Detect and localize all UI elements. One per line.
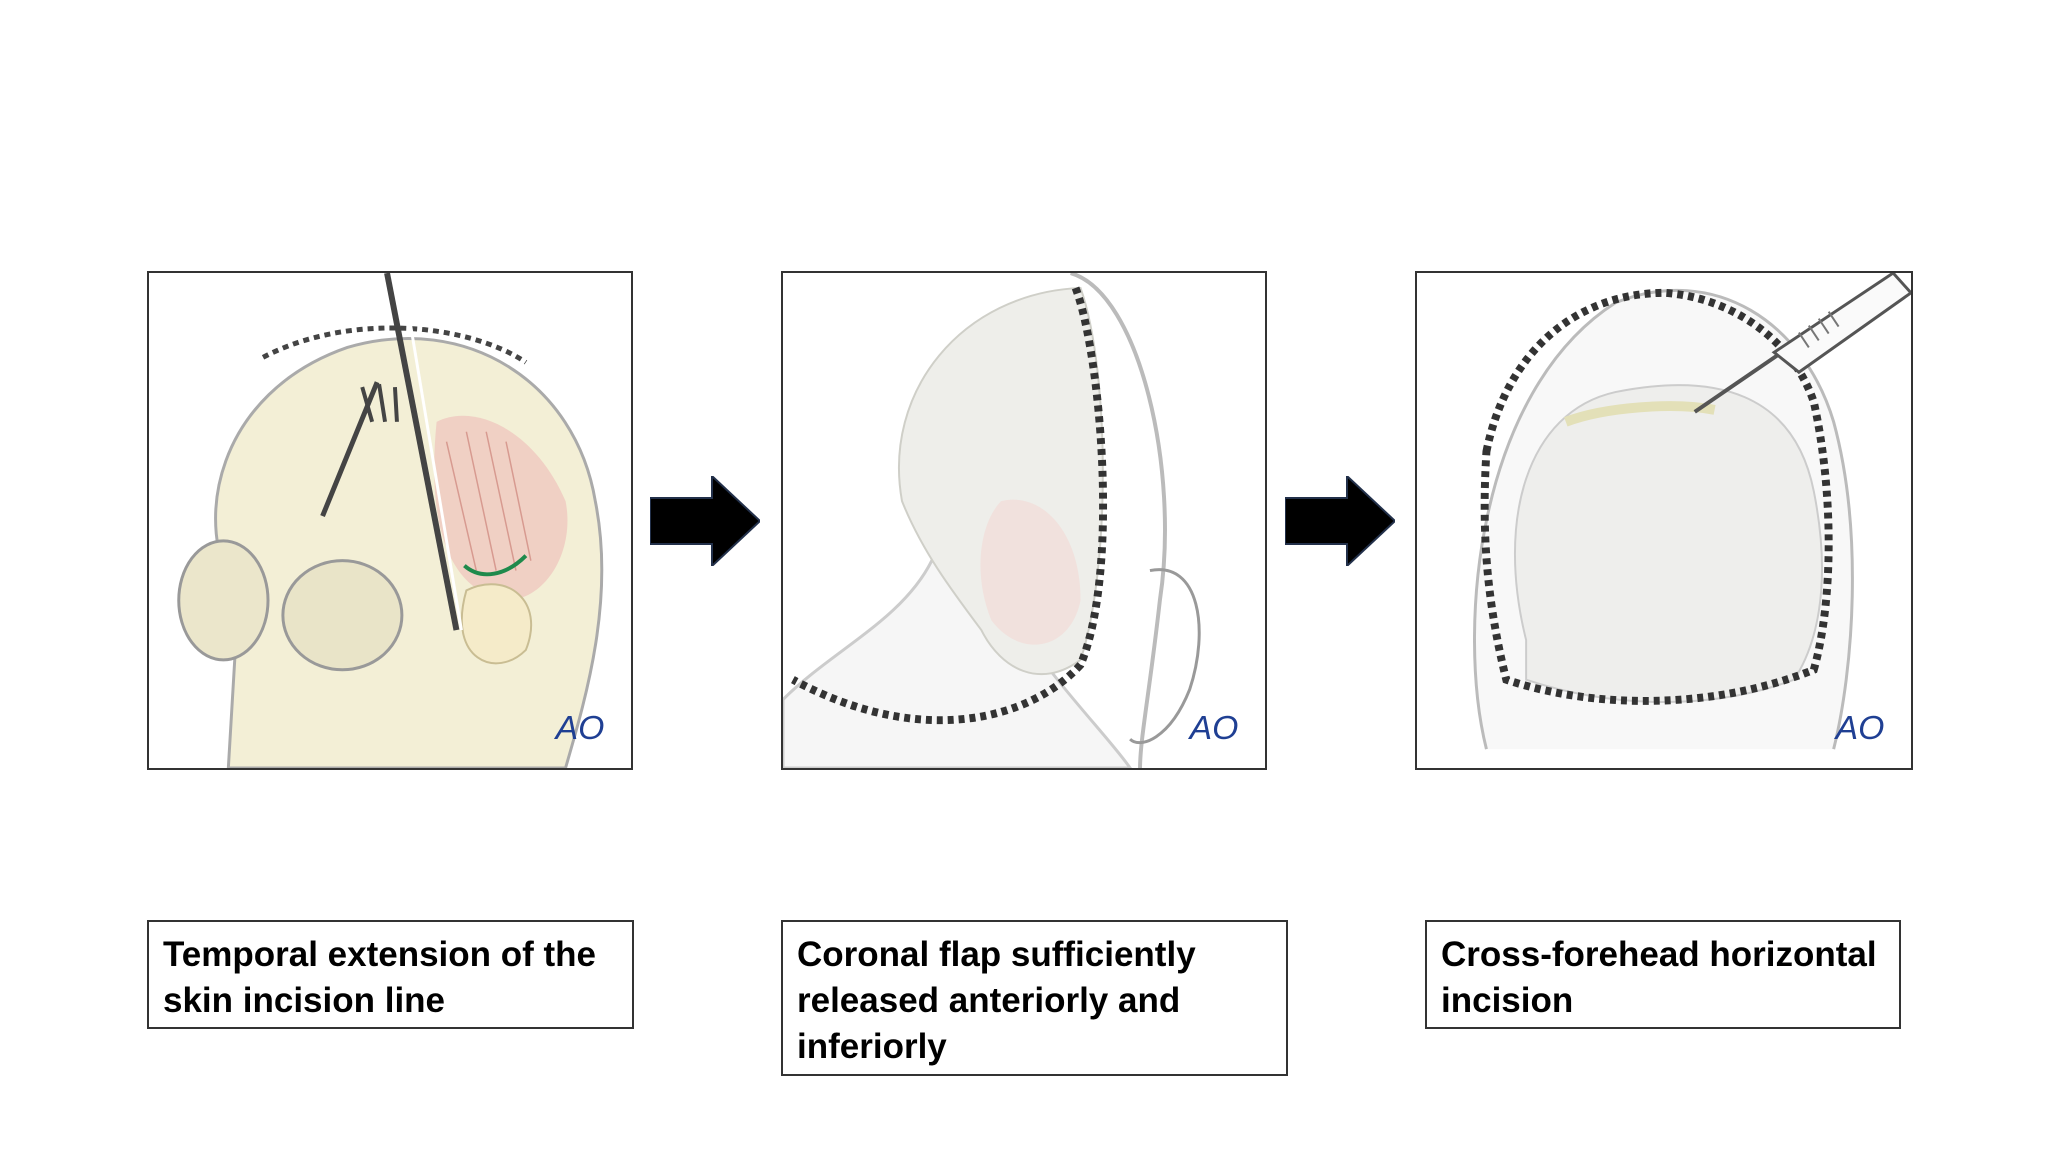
caption-temporal-extension: Temporal extension of the skin incision … — [147, 920, 634, 1029]
caption-cross-forehead-incision: Cross-forehead horizontal incision — [1425, 920, 1901, 1029]
right-arrow-icon — [1285, 476, 1395, 566]
skull-forceps-illustration: AO — [177, 273, 605, 768]
ao-logo: AO — [554, 709, 605, 747]
panel-cross-forehead-incision: AO — [1415, 271, 1913, 770]
panel-temporal-extension: AO — [147, 271, 633, 770]
caption-coronal-flap: Coronal flap sufficiently released anter… — [781, 920, 1288, 1076]
ao-logo: AO — [1834, 709, 1885, 747]
ao-logo: AO — [1188, 709, 1239, 747]
coronal-flap-illustration: AO — [783, 273, 1239, 768]
scalpel-incision-illustration: AO — [1473, 273, 1911, 750]
panel-coronal-flap: AO — [781, 271, 1267, 770]
right-arrow-icon — [650, 476, 760, 566]
